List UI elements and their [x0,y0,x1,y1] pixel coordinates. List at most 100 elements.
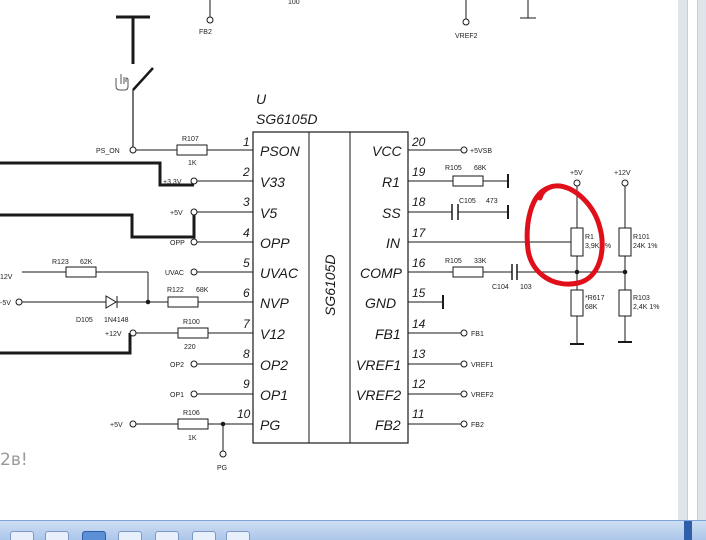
pin-name: V5 [260,205,277,221]
pin-name: V12 [260,326,285,342]
r107-label: R107 [182,136,199,143]
p5v-net-label: +5V [570,170,583,177]
pin-num: 5 [243,256,250,270]
r1x-value: 3,9K [585,243,600,250]
pin-name: R1 [382,174,400,190]
ic-part-number: SG6105D [256,111,317,127]
taskbar-button[interactable] [226,531,250,540]
pin-num: 9 [243,377,250,391]
c105-label: C105 [459,198,476,205]
pin-num: 8 [243,347,250,361]
v5-net-label: +5V [170,210,183,217]
p12v-net-label: +12V [614,170,631,177]
right-components [442,146,632,428]
taskbar-edge [684,521,692,540]
thick-bus-lines [0,161,196,355]
c105-value: 473 [486,198,498,205]
pin-num: 10 [237,407,251,421]
c104-value: 103 [520,284,532,291]
r103-value: 2,4K 1% [633,304,659,311]
taskbar [0,520,706,540]
pin-name: V33 [260,174,285,190]
scrollbar-track[interactable] [687,0,698,540]
taskbar-button[interactable] [45,531,69,540]
r105a-label: R105 [445,165,462,172]
r101-value: 24K 1% [633,243,658,250]
pg-in-net-label: +5V [110,422,123,429]
v12-net-label: +12V [105,331,122,338]
v33-net-label: +3.3V [163,179,182,186]
pin-name: IN [386,235,401,251]
pin-num: 19 [412,165,426,179]
taskbar-button-active[interactable] [82,531,106,540]
pg-net-label: PG [217,465,227,472]
ic-left-pin-texts: 1 PSON 2 V33 3 V5 4 OPP 5 UVAC 6 NVP 7 V… [237,135,301,433]
taskbar-button[interactable] [155,531,179,540]
top-remnants: FB2 100 VREF2 [199,0,536,40]
left-components [15,144,227,458]
pin-name: FB2 [375,417,401,433]
taskbar-button[interactable] [10,531,34,540]
r107-value: 1K [188,160,197,167]
taskbar-button[interactable] [118,531,142,540]
pin-name: PG [260,417,280,433]
pin-num: 12 [412,377,426,391]
pin-num: 7 [243,317,251,331]
pin-name: PSON [260,143,301,159]
right-component-labels: +5VSB R105 68K C105 473 R105 33K C104 10… [445,148,659,429]
r100-value: 220 [184,344,196,351]
fb2-net-label: FB2 [471,422,484,429]
vref1-net-label: VREF1 [471,362,494,369]
ic-sg6105d: U SG6105D SG6105D [252,91,409,444]
r105a-value: 68K [474,165,487,172]
pin-num: 11 [412,407,424,421]
pin-num: 3 [243,195,250,209]
r1x-label: R1 [585,234,594,241]
r122-value: 68K [196,287,209,294]
caption-text: 2в! [0,450,28,470]
r1x-tolerance: 1% [601,243,611,250]
r103-label: R103 [633,295,650,302]
ps-on-label: PS_ON [96,148,120,155]
top-fb2-label: FB2 [199,29,212,36]
vertical-scrollbar[interactable] [678,0,706,540]
opp-net-label: OPP [170,240,185,247]
r100-label: R100 [183,319,200,326]
in5-net-label: -5V [0,300,11,307]
pin-name: GND [365,295,396,311]
d105-label: D105 [76,317,93,324]
r617-value: 68K [585,304,598,311]
pin-num: 1 [243,135,250,149]
r123-value: 62K [80,259,93,266]
uvac-net-label: UVAC [165,270,184,277]
r105b-label: R105 [445,258,462,265]
ic-right-pin-texts: 20 VCC 19 R1 18 SS 17 IN 16 COMP 15 GND … [356,135,427,433]
fb1-net-label: FB1 [471,331,484,338]
r617-label: *R617 [585,295,605,302]
highlight-circle-annotation [524,183,605,287]
r105b-value: 33K [474,258,487,265]
hand-cursor-icon [115,74,129,91]
pin-name: OP2 [260,357,288,373]
top-partial-label: 100 [288,0,300,6]
ic-right-pins [408,149,525,425]
pin-num: 4 [243,226,250,240]
taskbar-button[interactable] [192,531,216,540]
r101-label: R101 [633,234,650,241]
c104-label: C104 [492,284,509,291]
pin-num: 2 [242,165,250,179]
pin-num: 14 [412,317,426,331]
r123-label: R123 [52,259,69,266]
r106-label: R106 [183,410,200,417]
pin-name: UVAC [260,265,299,281]
ic-designator: U [256,91,267,107]
pin-num: 13 [412,347,426,361]
pin-name: VREF1 [356,357,401,373]
left-component-labels: PS_ON R107 1K +3.3V +5V OPP R123 62K UVA… [0,136,227,472]
pin-name: VCC [372,143,402,159]
pin-num: 18 [412,195,426,209]
r122-label: R122 [167,287,184,294]
d105-value: 1N4148 [104,317,129,324]
